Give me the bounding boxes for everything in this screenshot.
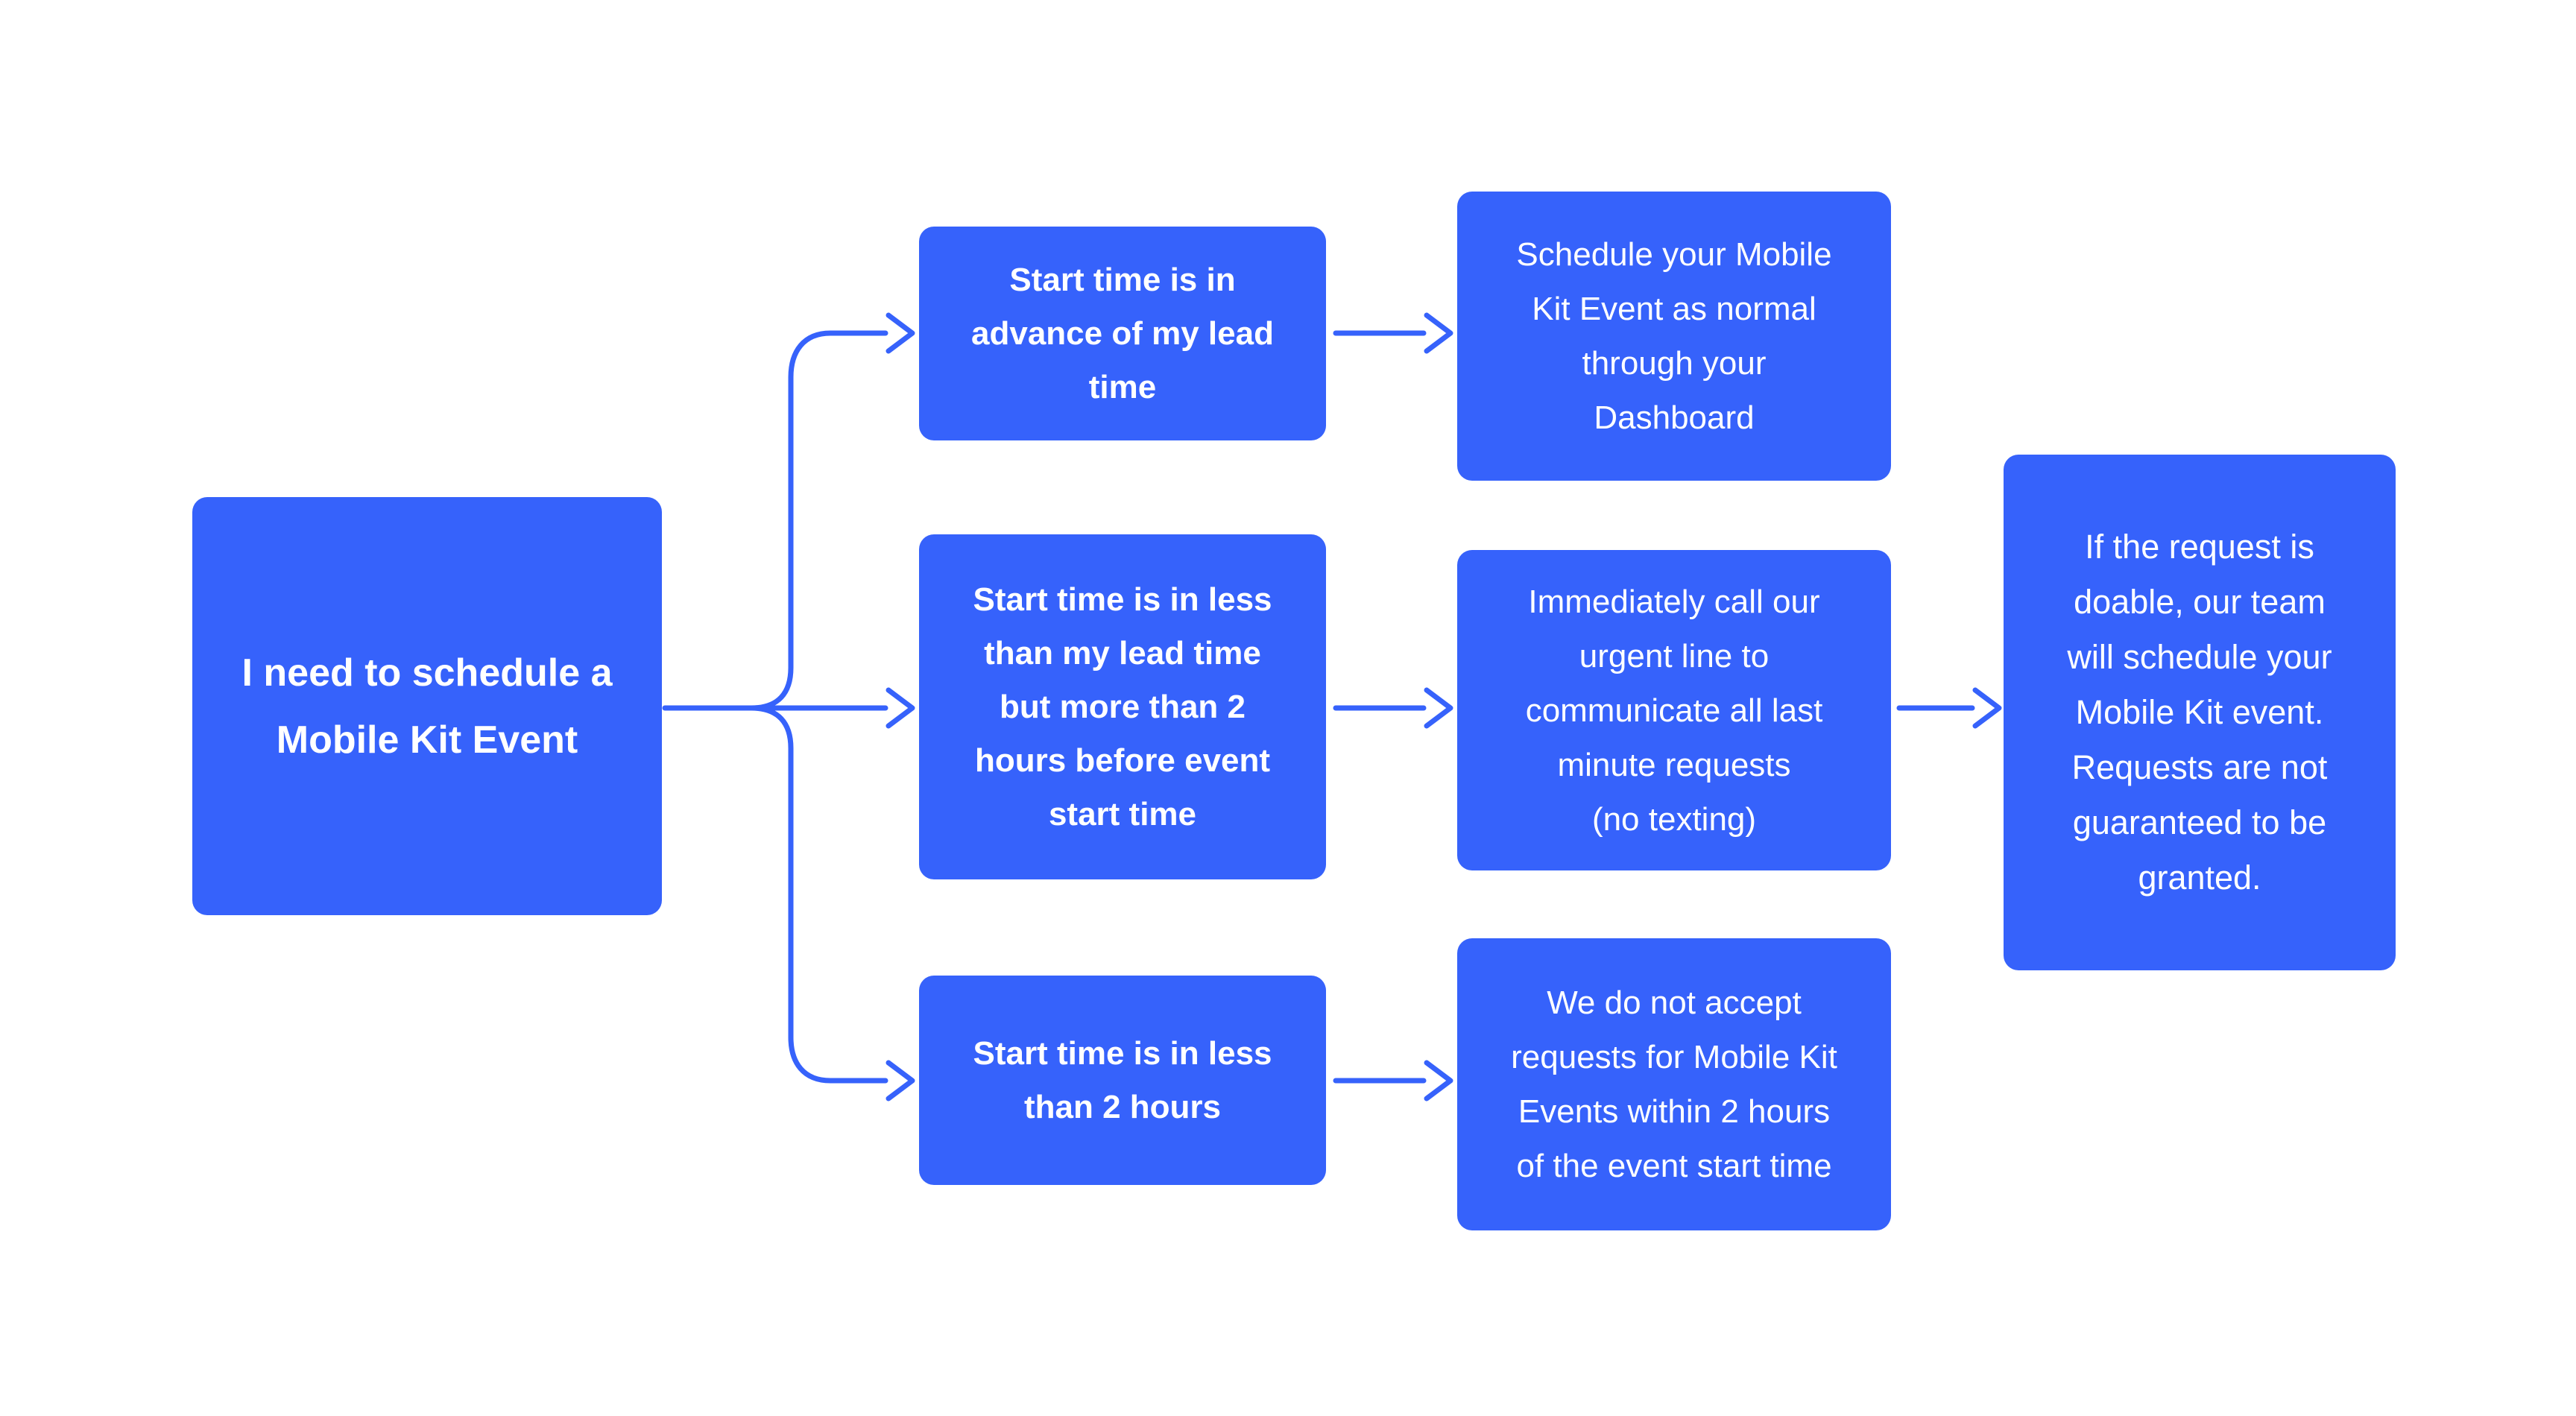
arrowhead-decision-less-than-lead-icon: [886, 687, 915, 729]
node-outcome: If the request is doable, our team will …: [2004, 455, 2396, 970]
node-action-schedule-normal: Schedule your Mobile Kit Event as normal…: [1457, 192, 1891, 481]
node-action-call-urgent-label: Immediately call our urgent line to comm…: [1525, 583, 1823, 838]
arrowhead-decision-less-than-2h-icon: [886, 1060, 915, 1101]
edge-start-to-decision-advance: [748, 330, 888, 711]
edge-start-to-decision-less-than-2h: [748, 705, 888, 1084]
node-decision-less-than-lead-label: Start time is in less than my lead time …: [973, 581, 1272, 832]
arrowhead-action-schedule-normal-icon: [1424, 312, 1453, 354]
node-action-schedule-normal-label: Schedule your Mobile Kit Event as normal…: [1516, 236, 1832, 436]
node-decision-less-than-lead: Start time is in less than my lead time …: [919, 534, 1326, 879]
arrowhead-decision-advance-icon: [886, 312, 915, 354]
node-start-label: I need to schedule a Mobile Kit Event: [242, 651, 613, 762]
node-decision-advance-label: Start time is in advance of my lead time: [971, 261, 1274, 405]
node-action-no-requests-label: We do not accept requests for Mobile Kit…: [1511, 984, 1837, 1184]
arrowhead-action-no-requests-icon: [1424, 1060, 1453, 1101]
node-action-no-requests: We do not accept requests for Mobile Kit…: [1457, 938, 1891, 1230]
node-decision-advance: Start time is in advance of my lead time: [919, 227, 1326, 440]
node-decision-less-than-2h: Start time is in less than 2 hours: [919, 976, 1326, 1185]
node-decision-less-than-2h-label: Start time is in less than 2 hours: [973, 1034, 1272, 1125]
node-start: I need to schedule a Mobile Kit Event: [192, 497, 662, 915]
node-action-call-urgent: Immediately call our urgent line to comm…: [1457, 550, 1891, 870]
arrowhead-outcome-icon: [1972, 687, 2002, 729]
arrowhead-action-call-urgent-icon: [1424, 687, 1453, 729]
node-outcome-label: If the request is doable, our team will …: [2067, 528, 2332, 897]
